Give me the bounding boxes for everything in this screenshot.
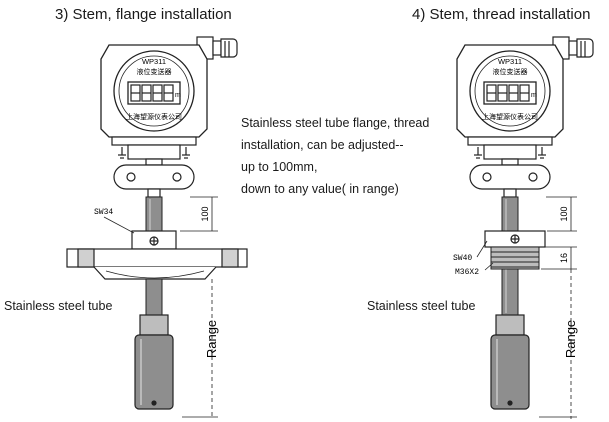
left-lcd-unit: m bbox=[175, 92, 181, 99]
right-dim-top: 100 bbox=[559, 206, 569, 221]
right-tube-label: Stainless steel tube bbox=[367, 299, 476, 313]
right-nut bbox=[484, 230, 546, 248]
left-company: 上海望源仪表公司 bbox=[126, 112, 182, 121]
left-nut bbox=[131, 230, 177, 250]
right-base bbox=[467, 136, 553, 160]
description-line-1: Stainless steel tube flange, thread bbox=[241, 116, 430, 130]
left-model: WP311 bbox=[142, 57, 166, 66]
description-line-4: down to any value( in range) bbox=[241, 182, 399, 196]
left-neck bbox=[113, 158, 195, 198]
left-flange-diagram: m WP311 液位变送器 上海望源仪表公司 SW34 bbox=[66, 36, 248, 419]
left-wrench-label: SW34 bbox=[94, 208, 113, 217]
left-range-label: Range bbox=[204, 320, 219, 358]
right-product: 液位变送器 bbox=[493, 67, 528, 76]
right-lcd-digits bbox=[486, 84, 530, 102]
right-thread-label: M36X2 bbox=[455, 268, 479, 277]
left-dimensions bbox=[180, 196, 218, 419]
description-text: Stainless steel tube flange, thread inst… bbox=[241, 112, 429, 200]
right-model: WP311 bbox=[498, 57, 522, 66]
left-housing bbox=[100, 44, 208, 138]
right-range-label: Range bbox=[563, 320, 578, 358]
right-thread-diagram: m WP311 液位变送器 上海望源仪表公司 SW40 M36X2 bbox=[453, 36, 594, 419]
right-dimensions bbox=[539, 196, 577, 419]
right-title: 4) Stem, thread installation bbox=[412, 6, 591, 23]
right-thread bbox=[490, 246, 540, 270]
right-probe bbox=[490, 314, 530, 410]
right-dim-thread: 16 bbox=[559, 253, 569, 263]
left-probe bbox=[134, 314, 174, 410]
right-neck bbox=[469, 158, 551, 198]
right-wrench-label: SW40 bbox=[453, 254, 472, 263]
right-company: 上海望源仪表公司 bbox=[482, 112, 538, 121]
left-product: 液位变送器 bbox=[137, 67, 172, 76]
description-line-3: up to 100mm, bbox=[241, 160, 318, 174]
left-lcd-digits bbox=[130, 84, 174, 102]
right-lcd-unit: m bbox=[531, 92, 537, 99]
left-base bbox=[111, 136, 197, 160]
description-line-2: installation, can be adjusted-- bbox=[241, 138, 404, 152]
left-dim-top: 100 bbox=[200, 206, 210, 221]
left-tube-label: Stainless steel tube bbox=[4, 299, 113, 313]
left-title: 3) Stem, flange installation bbox=[55, 6, 232, 23]
right-housing bbox=[456, 44, 564, 138]
left-flange bbox=[66, 248, 248, 280]
